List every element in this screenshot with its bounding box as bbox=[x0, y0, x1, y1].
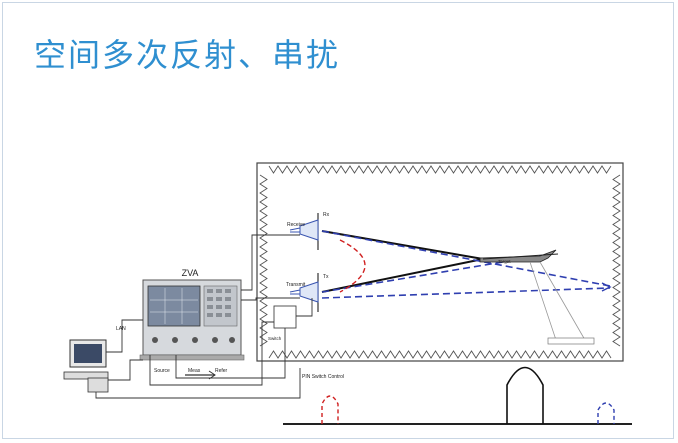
pin-switch-control-label: PIN Switch Control bbox=[302, 374, 344, 380]
rx-label: Rx bbox=[323, 212, 330, 218]
absorber-bottom bbox=[268, 350, 612, 359]
absorber-right bbox=[612, 174, 621, 347]
target-label: Target bbox=[498, 259, 511, 264]
target-support-1 bbox=[529, 261, 557, 341]
target-support-2 bbox=[539, 261, 586, 341]
crosstalk-lobe bbox=[321, 395, 339, 424]
target-object bbox=[479, 249, 559, 263]
port-label-source: Source bbox=[154, 368, 170, 374]
port-label-refer: Refer bbox=[215, 368, 228, 374]
receive-horn-label: Receive bbox=[287, 222, 305, 228]
port-label-meas: Meas bbox=[188, 368, 201, 374]
computer bbox=[63, 339, 109, 393]
switch-label: Switch bbox=[268, 336, 282, 341]
target-pedestal bbox=[547, 337, 595, 345]
absorber-walls bbox=[259, 165, 621, 359]
computer-label: LAN bbox=[116, 326, 126, 332]
target-lobe bbox=[506, 366, 544, 424]
transmit-horn bbox=[289, 281, 319, 303]
reflection-lobe bbox=[597, 402, 615, 424]
absorber-left bbox=[259, 174, 268, 347]
reflection-path-1 bbox=[321, 230, 611, 287]
crosstalk-arc bbox=[339, 239, 366, 293]
slide-title: 空间多次反射、串扰 bbox=[34, 36, 341, 74]
reflection-arrow bbox=[601, 282, 612, 292]
reflection-path-3 bbox=[321, 287, 611, 299]
switch-box bbox=[273, 305, 297, 329]
zva-analyzer bbox=[139, 279, 245, 361]
anechoic-chamber bbox=[256, 162, 624, 362]
zva-label: ZVA bbox=[182, 268, 199, 278]
receive-horn bbox=[289, 219, 319, 241]
cables bbox=[95, 234, 313, 399]
transmit-horn-label: Transmit bbox=[286, 282, 306, 288]
tx-label: Tx bbox=[323, 274, 329, 280]
absorber-top bbox=[268, 165, 612, 174]
